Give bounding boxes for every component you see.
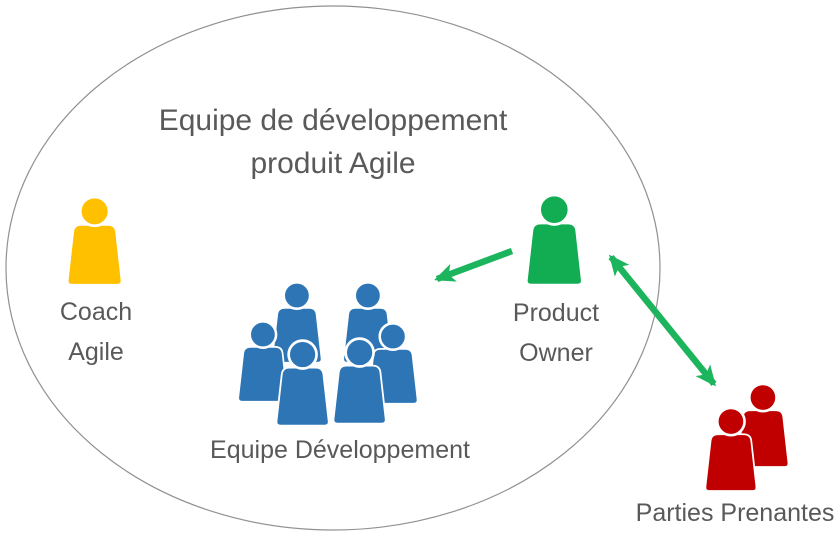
arrow-po-to-team	[434, 247, 514, 283]
dev-team-people-group-icon	[236, 281, 419, 428]
person-figure	[66, 195, 124, 287]
coach-agile-person-icon	[66, 195, 124, 287]
diagram-title-line1: Equipe de développement	[158, 104, 508, 137]
product-owner-person-icon	[525, 193, 584, 287]
stakeholders-people-pair-icon	[704, 382, 790, 493]
product-owner-label-line1: Product	[512, 299, 600, 327]
coach-agile-label-line1: Coach	[59, 298, 133, 326]
diagram-title-line2: produit Agile	[250, 147, 416, 180]
person-figure	[525, 193, 584, 287]
stakeholders-label: Parties Prenantes	[635, 499, 835, 527]
coach-agile-label-line2: Agile	[68, 338, 124, 366]
diagram-title: Equipe de développement produit Agile	[63, 99, 603, 185]
product-owner-label: Product Owner	[476, 293, 636, 373]
product-owner-label-line2: Owner	[519, 339, 593, 367]
arrow-po-to-stakeholders	[608, 254, 717, 387]
dev-team-label: Equipe Développement	[210, 436, 470, 464]
coach-agile-label: Coach Agile	[16, 292, 176, 372]
